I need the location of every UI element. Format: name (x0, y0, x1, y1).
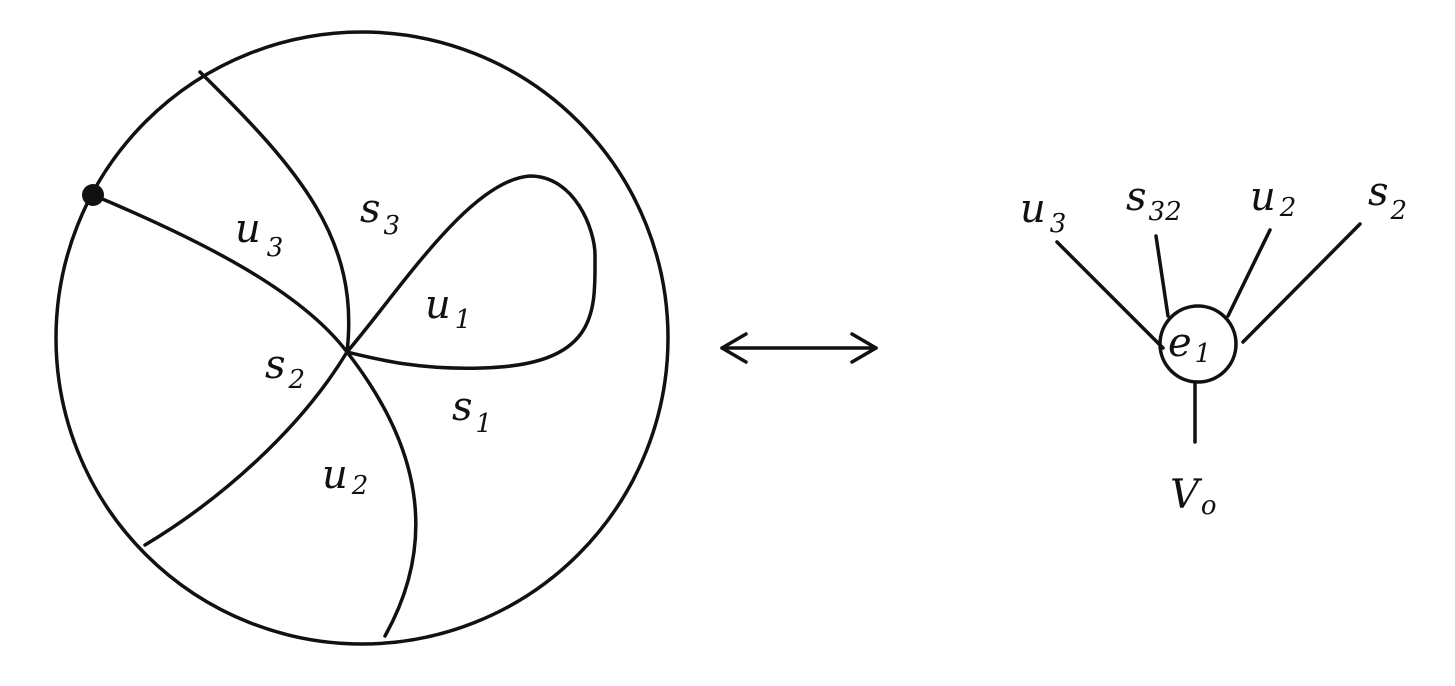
leaf-label-2: s32 (1126, 174, 1182, 227)
curve-lower-left-arc (143, 350, 349, 547)
edge-to-leaf-1 (1055, 240, 1165, 350)
leaf-label-4: s2 (1368, 169, 1407, 226)
edge-to-leaf-4 (1241, 222, 1362, 344)
curve-diagonal-arc (91, 193, 418, 638)
loop-curve (345, 174, 597, 371)
edge-to-leaf-2 (1154, 234, 1170, 318)
double-headed-arrow-icon (720, 332, 878, 364)
curve-upper-arc (198, 70, 351, 354)
boundary-circle (54, 30, 670, 646)
edge-to-leaf-3 (1226, 228, 1272, 318)
bottom-label: Vo (1170, 472, 1217, 521)
